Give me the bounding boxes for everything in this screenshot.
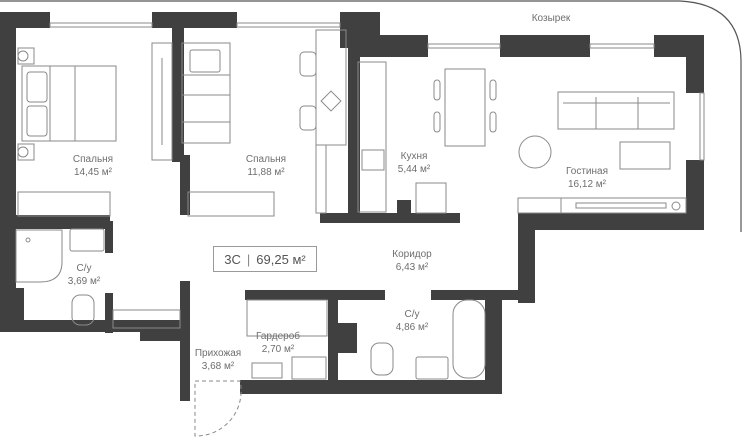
- room-area: 11,88 м²: [247, 167, 285, 178]
- room-corridor[interactable]: Коридор 6,43 м²: [392, 248, 432, 274]
- badge-separator: |: [246, 251, 251, 267]
- room-name: С/у: [76, 263, 92, 274]
- room-bedroom-2[interactable]: Спальня 11,88 м²: [246, 153, 286, 179]
- room-name: Спальня: [72, 154, 114, 165]
- canopy-outline: [0, 0, 742, 232]
- room-area: 14,45 м²: [73, 167, 112, 178]
- room-name: Коридор: [392, 249, 432, 260]
- room-wardrobe[interactable]: Гардероб 2,70 м²: [256, 330, 300, 356]
- room-bathroom-1[interactable]: С/у 3,69 м²: [68, 262, 100, 288]
- room-name: Кухня: [400, 151, 428, 162]
- room-name: Гостиная: [566, 166, 608, 177]
- walls: [0, 12, 704, 401]
- room-area: 4,86 м²: [395, 322, 429, 333]
- room-name: Спальня: [245, 154, 287, 165]
- room-name: С/у: [404, 309, 420, 320]
- room-area: 2,70 м²: [261, 344, 295, 355]
- room-living[interactable]: Гостиная 16,12 м²: [566, 165, 608, 191]
- room-area: 16,12 м²: [567, 179, 607, 190]
- room-hallway[interactable]: Прихожая 3,68 м²: [195, 347, 241, 373]
- windows: [49, 22, 705, 161]
- room-bedroom-1[interactable]: Спальня 14,45 м²: [73, 153, 113, 179]
- apartment-type-badge: 3С | 69,25 м²: [213, 246, 317, 272]
- room-name: Гардероб: [256, 331, 300, 342]
- room-area: 3,69 м²: [67, 276, 101, 287]
- apartment-area: 69,25 м²: [256, 251, 306, 267]
- room-kitchen[interactable]: Кухня 5,44 м²: [398, 150, 430, 176]
- room-area: 6,43 м²: [395, 262, 429, 273]
- room-area: 5,44 м²: [397, 164, 431, 175]
- apartment-type: 3С: [224, 251, 241, 267]
- room-name: Прихожая: [194, 348, 242, 359]
- room-area: 3,68 м²: [201, 361, 235, 372]
- furniture: [15, 29, 687, 437]
- room-bathroom-2[interactable]: С/у 4,86 м²: [396, 308, 428, 334]
- canopy-text: Козырек: [531, 13, 571, 24]
- canopy-label: Козырек: [532, 12, 571, 25]
